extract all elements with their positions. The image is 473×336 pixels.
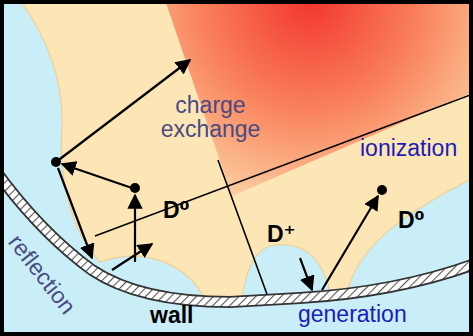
wall-band xyxy=(0,170,473,302)
process-label: charge exchange xyxy=(148,93,273,141)
particle-arrows xyxy=(56,60,378,290)
reflected-arrow xyxy=(134,195,136,262)
cx-arrow xyxy=(62,164,132,188)
particle-label: D⁰ xyxy=(398,208,425,232)
generated-arrow xyxy=(322,196,378,290)
process-label: generation xyxy=(298,302,407,326)
particles xyxy=(51,157,387,195)
plasma-region xyxy=(20,0,473,300)
particle-dot xyxy=(377,185,387,195)
frame xyxy=(2,2,471,334)
particle-label: D⁺ xyxy=(267,222,296,246)
separatrix-line xyxy=(218,160,268,297)
reflection-arrow xyxy=(112,244,152,270)
particle-dot xyxy=(130,183,140,193)
ion-arrow xyxy=(300,258,312,290)
separatrix-line xyxy=(95,94,473,236)
charge-exchange-arrow xyxy=(56,60,190,162)
particle-dot xyxy=(51,157,61,167)
to-wall-arrow xyxy=(58,168,92,258)
wall-label: wall xyxy=(150,303,193,327)
wall-hatching xyxy=(0,170,473,302)
process-label: ionization xyxy=(360,136,457,160)
particle-label: D⁰ xyxy=(163,198,190,222)
